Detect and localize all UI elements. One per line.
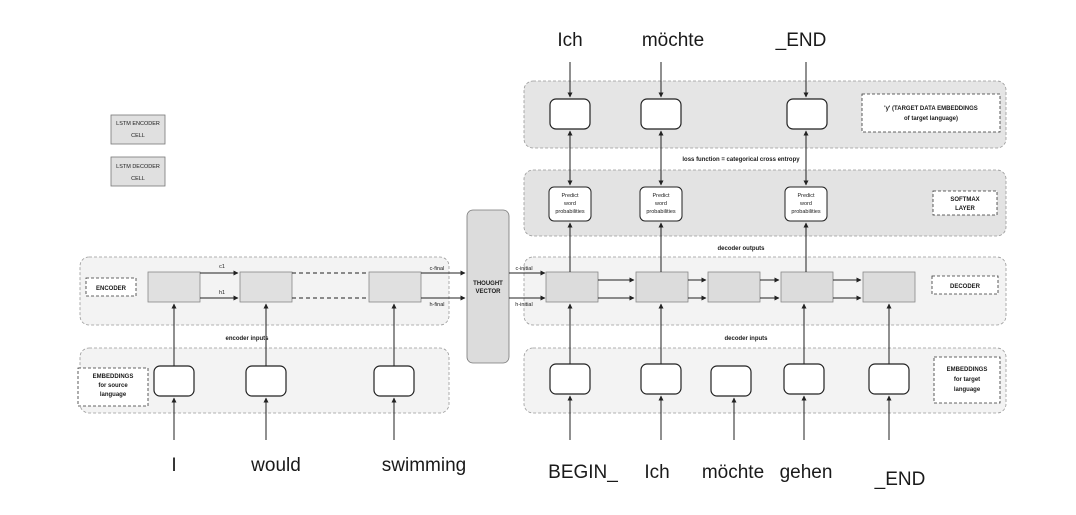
target-output-token: möchte	[642, 30, 704, 51]
loss-function-label: loss function = categorical cross entrop…	[682, 157, 800, 163]
decoder-cell	[545, 271, 599, 303]
decoder-cell	[635, 271, 689, 303]
source-token: I	[171, 455, 176, 476]
decoder-outputs-label: decoder outputs	[717, 246, 765, 252]
softmax-line2: LAYER	[955, 206, 975, 212]
decoder-cell	[707, 271, 761, 303]
decoder-label-box: DECODER	[931, 275, 999, 295]
legend-encoder-line2: CELL	[131, 133, 145, 139]
svg-text:probabilities: probabilities	[555, 209, 585, 215]
thought-vector: THOUGHT VECTOR	[466, 209, 510, 364]
y-embedding-node	[549, 98, 591, 130]
target-embedding-node	[710, 365, 752, 397]
encoder-cell	[239, 271, 293, 303]
svg-text:Predict: Predict	[652, 193, 670, 199]
target-embeddings-line1: EMBEDDINGS	[947, 367, 988, 373]
target-output-token: _END	[775, 30, 827, 51]
legend-encoder-line1: LSTM ENCODER	[116, 121, 160, 127]
encoder-inputs-label: encoder inputs	[225, 336, 269, 342]
source-embedding-node	[373, 365, 415, 397]
target-embeddings-label-box: EMBEDDINGS for target language	[933, 356, 1001, 404]
source-embeddings-line3: language	[100, 392, 127, 398]
source-embedding-node	[245, 365, 287, 397]
target-input-token: BEGIN_	[548, 462, 618, 483]
source-embedding-node	[153, 365, 195, 397]
source-embeddings-line1: EMBEDDINGS	[93, 374, 134, 380]
svg-text:probabilities: probabilities	[646, 209, 676, 215]
target-input-token: Ich	[644, 462, 669, 483]
y-embeddings-line1: 'y' (TARGET DATA EMBEDDINGS	[884, 106, 978, 112]
svg-text:probabilities: probabilities	[791, 209, 821, 215]
decoder-inputs-label: decoder inputs	[724, 336, 768, 342]
target-embedding-node	[783, 363, 825, 395]
svg-text:word: word	[799, 201, 812, 207]
y-embedding-node	[786, 98, 828, 130]
target-input-token: möchte	[702, 462, 764, 483]
target-embeddings-line3: language	[954, 387, 981, 393]
predict-node: Predict word probabilities	[784, 186, 828, 222]
decoder-h-initial-label: h-initial	[515, 302, 532, 308]
decoder-label: DECODER	[950, 284, 981, 290]
thought-vector-line1: THOUGHT	[473, 281, 503, 287]
svg-text:word: word	[563, 201, 576, 207]
target-embeddings-line2: for target	[954, 377, 980, 383]
encoder-cell	[147, 271, 201, 303]
target-embedding-node	[868, 363, 910, 395]
decoder-c-initial-label: c-initial	[515, 266, 532, 272]
source-token: would	[250, 455, 301, 476]
legend-decoder-line1: LSTM DECODER	[116, 164, 160, 170]
y-embedding-node	[640, 98, 682, 130]
svg-text:Predict: Predict	[797, 193, 815, 199]
encoder-c1-label: c1	[219, 264, 225, 270]
target-input-token: _END	[874, 469, 926, 490]
encoder-c-final-label: c-final	[430, 266, 445, 272]
encoder-h1-label: h1	[219, 290, 225, 296]
svg-text:word: word	[654, 201, 667, 207]
decoder-cell	[780, 271, 834, 303]
encoder-cell	[368, 271, 422, 303]
encoder-h-final-label: h-final	[430, 302, 445, 308]
target-output-token: Ich	[557, 30, 582, 51]
encoder-label: ENCODER	[96, 286, 127, 292]
legend-decoder-line2: CELL	[131, 176, 145, 182]
softmax-label-box: SOFTMAX LAYER	[932, 190, 998, 216]
softmax-line1: SOFTMAX	[950, 197, 979, 203]
target-input-token: gehen	[780, 462, 833, 483]
y-embeddings-label-box: 'y' (TARGET DATA EMBEDDINGS of target la…	[861, 93, 1001, 133]
source-token: swimming	[382, 455, 466, 476]
svg-text:Predict: Predict	[561, 193, 579, 199]
source-embeddings-line2: for source	[98, 383, 128, 389]
target-embedding-node	[549, 363, 591, 395]
target-embedding-node	[640, 363, 682, 395]
predict-node: Predict word probabilities	[548, 186, 592, 222]
thought-vector-line2: VECTOR	[476, 289, 502, 295]
legend-decoder-cell: LSTM DECODER CELL	[110, 156, 166, 187]
encoder-label-box: ENCODER	[85, 277, 137, 297]
predict-node: Predict word probabilities	[639, 186, 683, 222]
source-embeddings-label-box: EMBEDDINGS for source language	[77, 367, 149, 407]
y-embeddings-line2: of target language)	[904, 116, 958, 122]
legend-encoder-cell: LSTM ENCODER CELL	[110, 114, 166, 145]
decoder-cell	[862, 271, 916, 303]
